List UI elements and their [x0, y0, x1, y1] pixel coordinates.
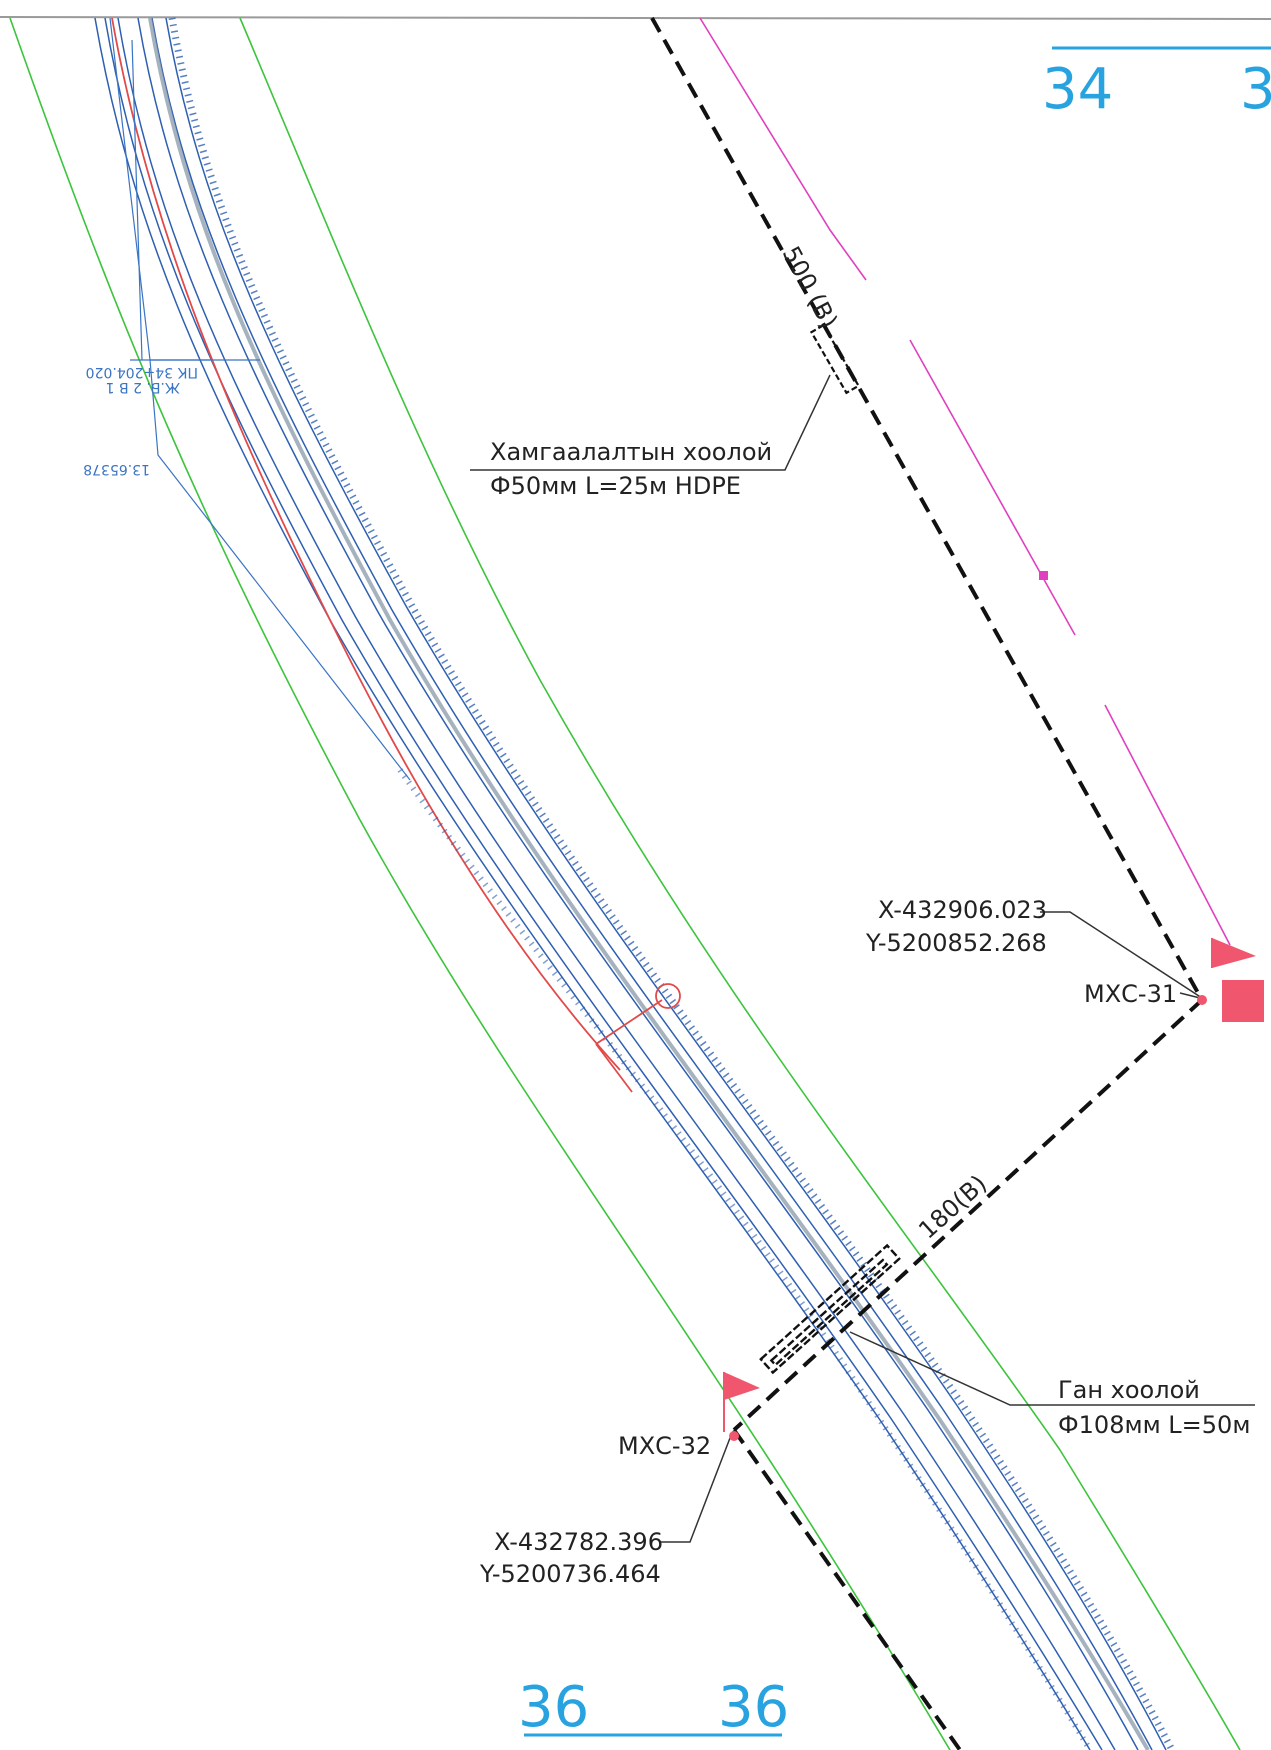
road-line-1	[94, 17, 1091, 1750]
red-crossing-symbol	[595, 983, 681, 1093]
road-line-4	[137, 17, 1139, 1750]
conduit-small-spec: Ф50мм L=25м HDPE	[490, 472, 741, 500]
leader-pole-upper	[1040, 911, 1203, 999]
section-top-left: 34	[1042, 57, 1113, 122]
leader-pole-lower	[660, 1437, 731, 1543]
conduit-large-title: Ган хоолой	[1058, 1376, 1200, 1404]
chainage-sub-label: Ж.Б. 2 В 1	[106, 379, 180, 395]
power-line	[699, 17, 1231, 946]
power-line-seg-2	[909, 339, 1076, 636]
chainage-label: ПК 34+204.020	[86, 364, 198, 380]
boundary-right-inner	[239, 17, 1241, 1750]
section-bottom-left: 36	[518, 1675, 589, 1740]
section-mark-bottom: 36 36	[518, 1675, 789, 1740]
leader-conduit-small	[470, 374, 831, 471]
cable-lower-label: 180(В)	[913, 1169, 992, 1244]
road-corridor	[94, 17, 1167, 1750]
sheet-border-top	[0, 16, 1271, 20]
section-bottom-right: 36	[718, 1675, 789, 1740]
power-line-marker	[1039, 571, 1048, 580]
pole-lower-x: X-432782.396	[494, 1528, 663, 1556]
chainage-value: 13.65378	[83, 461, 150, 477]
road-slope-hatch	[168, 17, 1176, 1750]
section-mark-top: 34 3	[1042, 46, 1271, 122]
road-line-6	[165, 17, 1167, 1750]
pole-lower-name: МХС-32	[618, 1432, 711, 1460]
leader-pole-upper-name	[1179, 992, 1201, 999]
section-top-right: 3	[1240, 57, 1271, 122]
cable-routes	[650, 17, 1204, 1750]
conduit-small-symbol	[809, 323, 861, 395]
road-shoulder-gray	[148, 17, 1150, 1750]
road-line-5	[151, 17, 1153, 1750]
pole-upper-symbol	[1197, 938, 1264, 1022]
pole-upper-y: Y-5200852.268	[865, 929, 1047, 957]
road-line-3	[117, 17, 1116, 1750]
conduit-large-spec: Ф108мм L=50м	[1058, 1411, 1250, 1439]
survey-leaders	[109, 17, 411, 781]
right-of-way-boundaries	[9, 17, 1241, 1750]
road-line-2	[104, 17, 1103, 1750]
cable-route-lower	[732, 1428, 962, 1750]
power-line-seg-3	[1104, 704, 1231, 946]
road-centerline	[111, 17, 621, 1071]
pole-upper-x: X-432906.023	[878, 896, 1047, 924]
pole-lower-symbol	[723, 1372, 760, 1441]
cable-upper-label: 500 (В)	[777, 242, 843, 333]
annotation-leaders	[470, 374, 1255, 1543]
cable-route-middle	[732, 998, 1204, 1432]
power-line-seg-1	[699, 17, 867, 281]
cable-route-upper	[650, 17, 1204, 1001]
leader-conduit-large	[849, 1331, 1255, 1406]
pole-upper-name: МХС-31	[1084, 980, 1177, 1008]
pole-lower-y: Y-5200736.464	[479, 1560, 661, 1588]
conduit-small-title: Хамгаалалтын хоолой	[490, 438, 772, 466]
boundary-left-outer	[9, 17, 951, 1750]
